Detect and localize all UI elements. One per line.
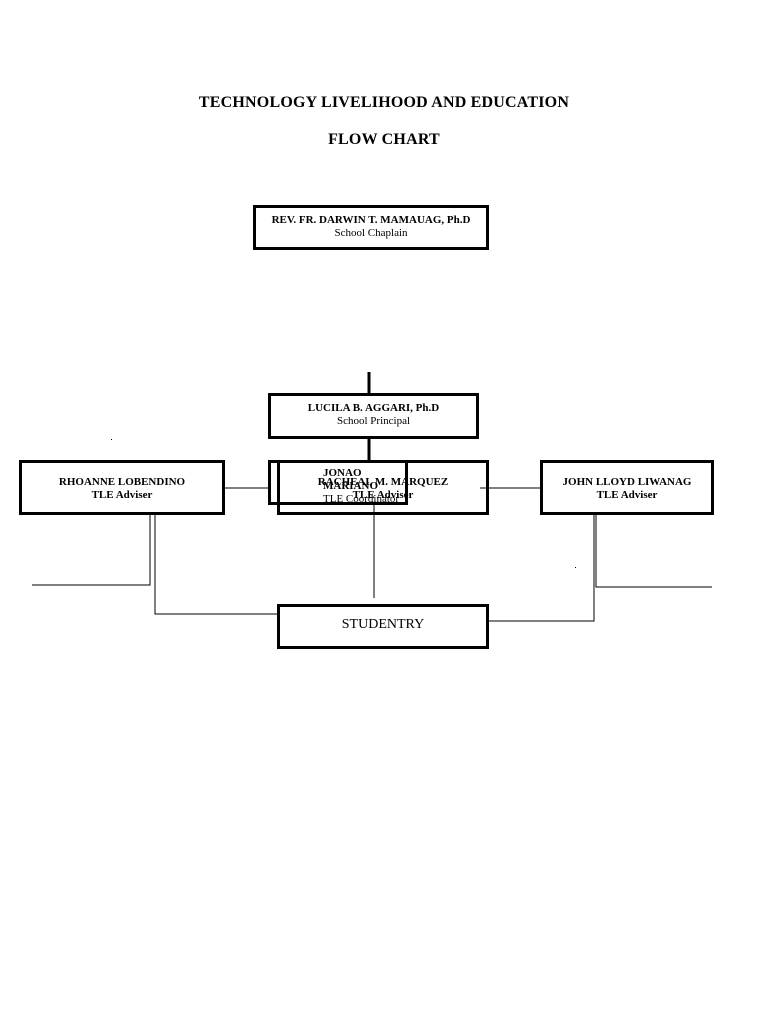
node-coordinator-name: JONAO MARIANO <box>323 467 378 492</box>
node-adviser-left-name: RHOANNE LOBENDINO <box>58 476 186 488</box>
node-chaplain-name: REV. FR. DARWIN T. MAMAUAG, Ph.D <box>271 214 471 226</box>
node-studentry-name: STUDENTRY <box>341 617 425 632</box>
stray-dot <box>575 567 576 568</box>
node-adviser-right-role: TLE Adviser <box>596 489 658 501</box>
connector-right-to-studentry <box>489 500 595 622</box>
node-coordinator: JONAO MARIANO TLE Coordinator <box>268 460 408 505</box>
node-adviser-left: RHOANNE LOBENDINO TLE Adviser <box>19 460 225 515</box>
node-chaplain-role: School Chaplain <box>334 227 408 239</box>
node-principal-name: LUCILA B. AGGARI, Ph.D <box>307 402 440 414</box>
node-coordinator-role: TLE Coordinator <box>323 493 400 505</box>
chart-title: TECHNOLOGY LIVELIHOOD AND EDUCATION <box>198 94 570 111</box>
node-principal-role: School Principal <box>336 415 411 427</box>
node-principal: LUCILA B. AGGARI, Ph.D School Principal <box>268 393 479 439</box>
stray-dot <box>111 439 112 440</box>
node-adviser-mid-name: RACHEAL M. MARQUEZ <box>317 476 449 488</box>
node-adviser-mid: RACHEAL M. MARQUEZ TLE Adviser <box>277 460 489 515</box>
node-adviser-mid-role: TLE Adviser <box>352 489 414 501</box>
node-adviser-right: JOHN LLOYD LIWANAG TLE Adviser <box>540 460 714 515</box>
connector-left-to-studentry <box>154 500 277 615</box>
node-studentry: STUDENTRY <box>277 604 489 649</box>
node-adviser-left-role: TLE Adviser <box>91 489 153 501</box>
node-adviser-right-name: JOHN LLOYD LIWANAG <box>562 476 692 488</box>
chart-subtitle: FLOW CHART <box>328 131 440 148</box>
node-chaplain: REV. FR. DARWIN T. MAMAUAG, Ph.D School … <box>253 205 489 250</box>
